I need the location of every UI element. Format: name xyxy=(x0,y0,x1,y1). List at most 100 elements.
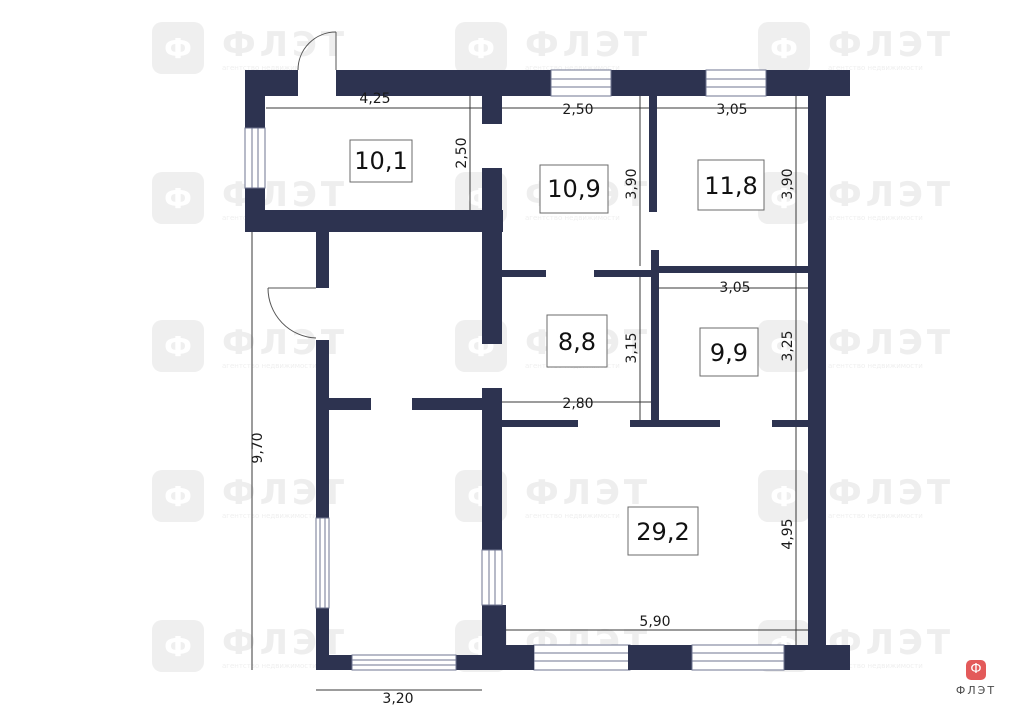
watermark-glyph: Ф xyxy=(467,32,495,65)
area-room-middle-right: 9,9 xyxy=(710,339,748,367)
watermark-brand: ФЛЭТ xyxy=(525,25,651,65)
room-areas: 10,1 10,9 11,8 8,8 9,9 29,2 xyxy=(349,139,765,556)
area-room-top-middle: 10,9 xyxy=(547,175,600,203)
window-left-lower xyxy=(315,517,330,609)
dim-top-right-width: 3,05 xyxy=(716,102,747,118)
watermark-badge-icon xyxy=(455,22,507,74)
doors xyxy=(267,31,337,339)
watermark-badge-icon xyxy=(152,620,204,672)
watermark-brand: ФЛЭТ xyxy=(828,323,954,363)
wall-large-top-c xyxy=(772,420,808,427)
watermark-glyph: Ф xyxy=(164,182,192,215)
watermark-tagline: агентство недвижимости xyxy=(828,662,923,670)
watermark-glyph: Ф xyxy=(164,480,192,513)
brand-logo: Ф ФЛЭТ xyxy=(952,660,1000,716)
dim-top-middle-width: 2,50 xyxy=(562,102,593,118)
wall-left-lower-stub xyxy=(316,232,329,288)
wall-bottom-mid xyxy=(506,645,534,670)
wall-left-column-b xyxy=(412,398,482,410)
dim-total-height: 9,70 xyxy=(250,432,266,463)
area-box-room-top-left xyxy=(349,139,413,183)
watermark-badge-icon xyxy=(758,470,810,522)
wall-interior-left-d xyxy=(482,605,506,670)
watermark-glyph: Ф xyxy=(770,330,798,363)
area-room-top-left: 10,1 xyxy=(354,147,407,175)
wall-hall-top-a xyxy=(502,270,546,277)
dim-large-depth: 4,95 xyxy=(780,518,796,549)
area-box-room-hall xyxy=(546,314,608,368)
watermark-badge-icon xyxy=(152,320,204,372)
window-bottom-3 xyxy=(691,644,785,671)
wall-top-middle-right xyxy=(649,96,657,212)
dim-middle-right-width: 3,05 xyxy=(719,280,750,296)
door-left xyxy=(267,287,317,339)
watermark-badge-icon xyxy=(758,320,810,372)
watermark-tagline: агентство недвижимости xyxy=(828,214,923,222)
wall-top-left-bottom xyxy=(245,210,503,232)
dim-large-width: 5,90 xyxy=(639,614,670,630)
watermark-tagline: агентство недвижимости xyxy=(222,362,317,370)
area-box-room-top-middle xyxy=(539,164,609,214)
watermark-badge-icon xyxy=(152,22,204,74)
window-top-2 xyxy=(705,69,767,97)
dim-top-right-depth: 3,90 xyxy=(780,168,796,199)
window-bottom-1 xyxy=(351,654,457,671)
logo-name: ФЛЭТ xyxy=(955,684,997,697)
watermark-tagline: агентство недвижимости xyxy=(222,64,317,72)
logo-badge-icon: Ф xyxy=(966,660,986,680)
wall-interior-left-a xyxy=(482,96,502,124)
wall-left-column-a xyxy=(329,398,371,410)
dim-hall-width: 2,80 xyxy=(562,396,593,412)
dimension-labels: 4,25 2,50 2,50 3,90 3,05 3,90 3,05 3,25 … xyxy=(250,91,796,707)
watermark-tagline: агентство недвижимости xyxy=(222,512,317,520)
window-top-1 xyxy=(550,69,612,97)
dim-hall-depth: 3,15 xyxy=(624,332,640,363)
dim-bottom-left-width: 3,20 xyxy=(382,691,413,707)
watermark-brand: ФЛЭТ xyxy=(828,25,954,65)
watermark-tagline: агентство недвижимости xyxy=(525,64,620,72)
watermark-brand: ФЛЭТ xyxy=(828,473,954,513)
watermark-brand: ФЛЭТ xyxy=(828,175,954,215)
dim-top-left-depth: 2,50 xyxy=(454,137,470,168)
watermark-badge-icon xyxy=(152,172,204,224)
area-room-large: 29,2 xyxy=(636,518,689,546)
wall-interior-left-b xyxy=(482,168,502,344)
watermark-badge-icon xyxy=(758,22,810,74)
window-interior xyxy=(481,549,503,606)
wall-left-lower xyxy=(316,340,329,670)
wall-hall-top-b xyxy=(594,270,654,277)
watermark-tagline: агентство недвижимости xyxy=(828,512,923,520)
dim-middle-right-depth: 3,25 xyxy=(780,330,796,361)
watermark-glyph: Ф xyxy=(770,480,798,513)
window-left-top xyxy=(244,127,266,189)
wall-large-top-a xyxy=(502,420,578,427)
watermark-brand: ФЛЭТ xyxy=(222,473,348,513)
area-box-room-middle-right xyxy=(699,327,759,377)
dimension-lines xyxy=(251,96,808,691)
window-bottom-2 xyxy=(533,644,692,671)
watermark-brand: ФЛЭТ xyxy=(525,473,651,513)
watermark-tagline: агентство недвижимости xyxy=(828,64,923,72)
watermark-badge-icon xyxy=(758,172,810,224)
watermark-tagline: агентство недвижимости xyxy=(222,662,317,670)
wall-large-top-b xyxy=(630,420,720,427)
dim-top-left-width: 4,25 xyxy=(359,91,390,107)
area-room-top-right: 11,8 xyxy=(704,172,757,200)
watermark-glyph: Ф xyxy=(770,32,798,65)
dim-top-middle-depth: 3,90 xyxy=(624,168,640,199)
windows xyxy=(244,69,785,671)
area-room-hall: 8,8 xyxy=(558,328,596,356)
door-top xyxy=(297,31,337,98)
watermark-glyph: Ф xyxy=(164,330,192,363)
wall-hall-right xyxy=(651,250,659,422)
watermark-tagline: агентство недвижимости xyxy=(525,512,620,520)
watermark-tagline: агентство недвижимости xyxy=(525,214,620,222)
wall-right-middle-top xyxy=(651,266,808,273)
